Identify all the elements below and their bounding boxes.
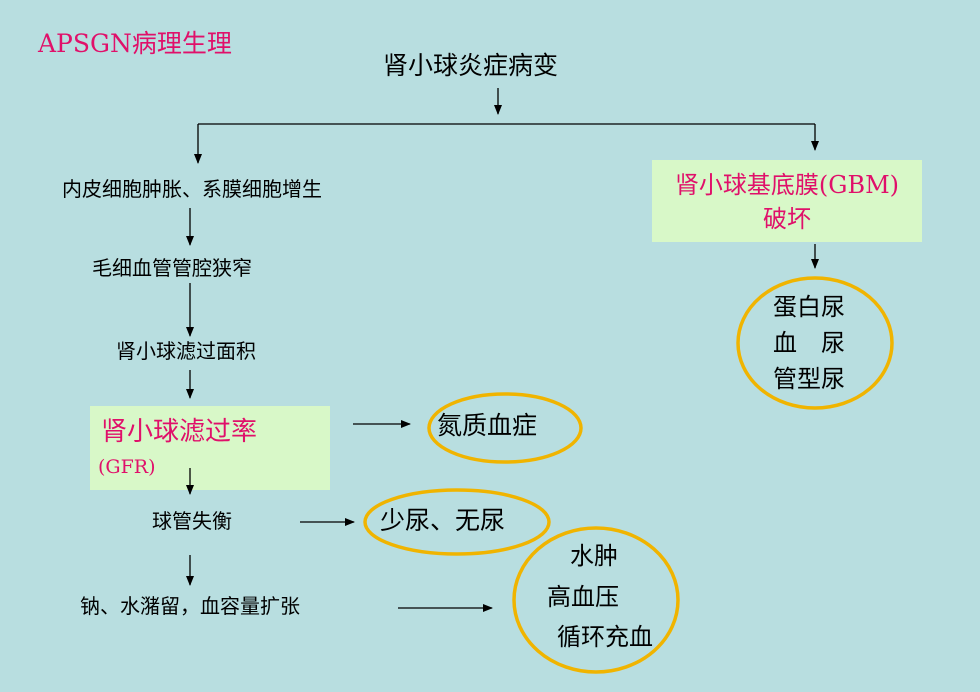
gbm-highlight-box	[652, 160, 922, 242]
step-capillary-narrowing: 毛细血管管腔狭窄	[92, 256, 252, 280]
outcome-hypertension: 高血压	[547, 583, 619, 611]
root-node: 肾小球炎症病变	[383, 51, 559, 80]
gbm-damage-line2: 破坏	[763, 205, 811, 233]
outcome-hematuria: 血 尿	[773, 329, 845, 357]
gfr-highlight-box	[90, 406, 330, 490]
step-gfr-abbrev: (GFR)	[98, 456, 156, 478]
step-endothelial-swelling: 内皮细胞肿胀、系膜细胞增生	[62, 177, 322, 201]
outcome-proteinuria: 蛋白尿	[773, 293, 845, 321]
step-tubuloglomerular-imbalance: 球管失衡	[152, 509, 232, 533]
outcome-circulatory-congestion: 循环充血	[557, 623, 653, 651]
outcome-edema: 水肿	[570, 542, 618, 570]
outcome-oliguria: 少尿、无尿	[380, 506, 506, 535]
step-gfr-label: 肾小球滤过率	[101, 417, 258, 447]
outcome-azotemia: 氮质血症	[437, 411, 538, 440]
outcome-casturia: 管型尿	[773, 365, 845, 393]
gbm-damage-line1: 肾小球基底膜(GBM)	[674, 171, 900, 199]
step-filtration-area: 肾小球滤过面积	[116, 339, 256, 363]
slide-title: APSGN病理生理	[38, 29, 232, 58]
step-sodium-water-retention: 钠、水潴留，血容量扩张	[80, 594, 300, 618]
